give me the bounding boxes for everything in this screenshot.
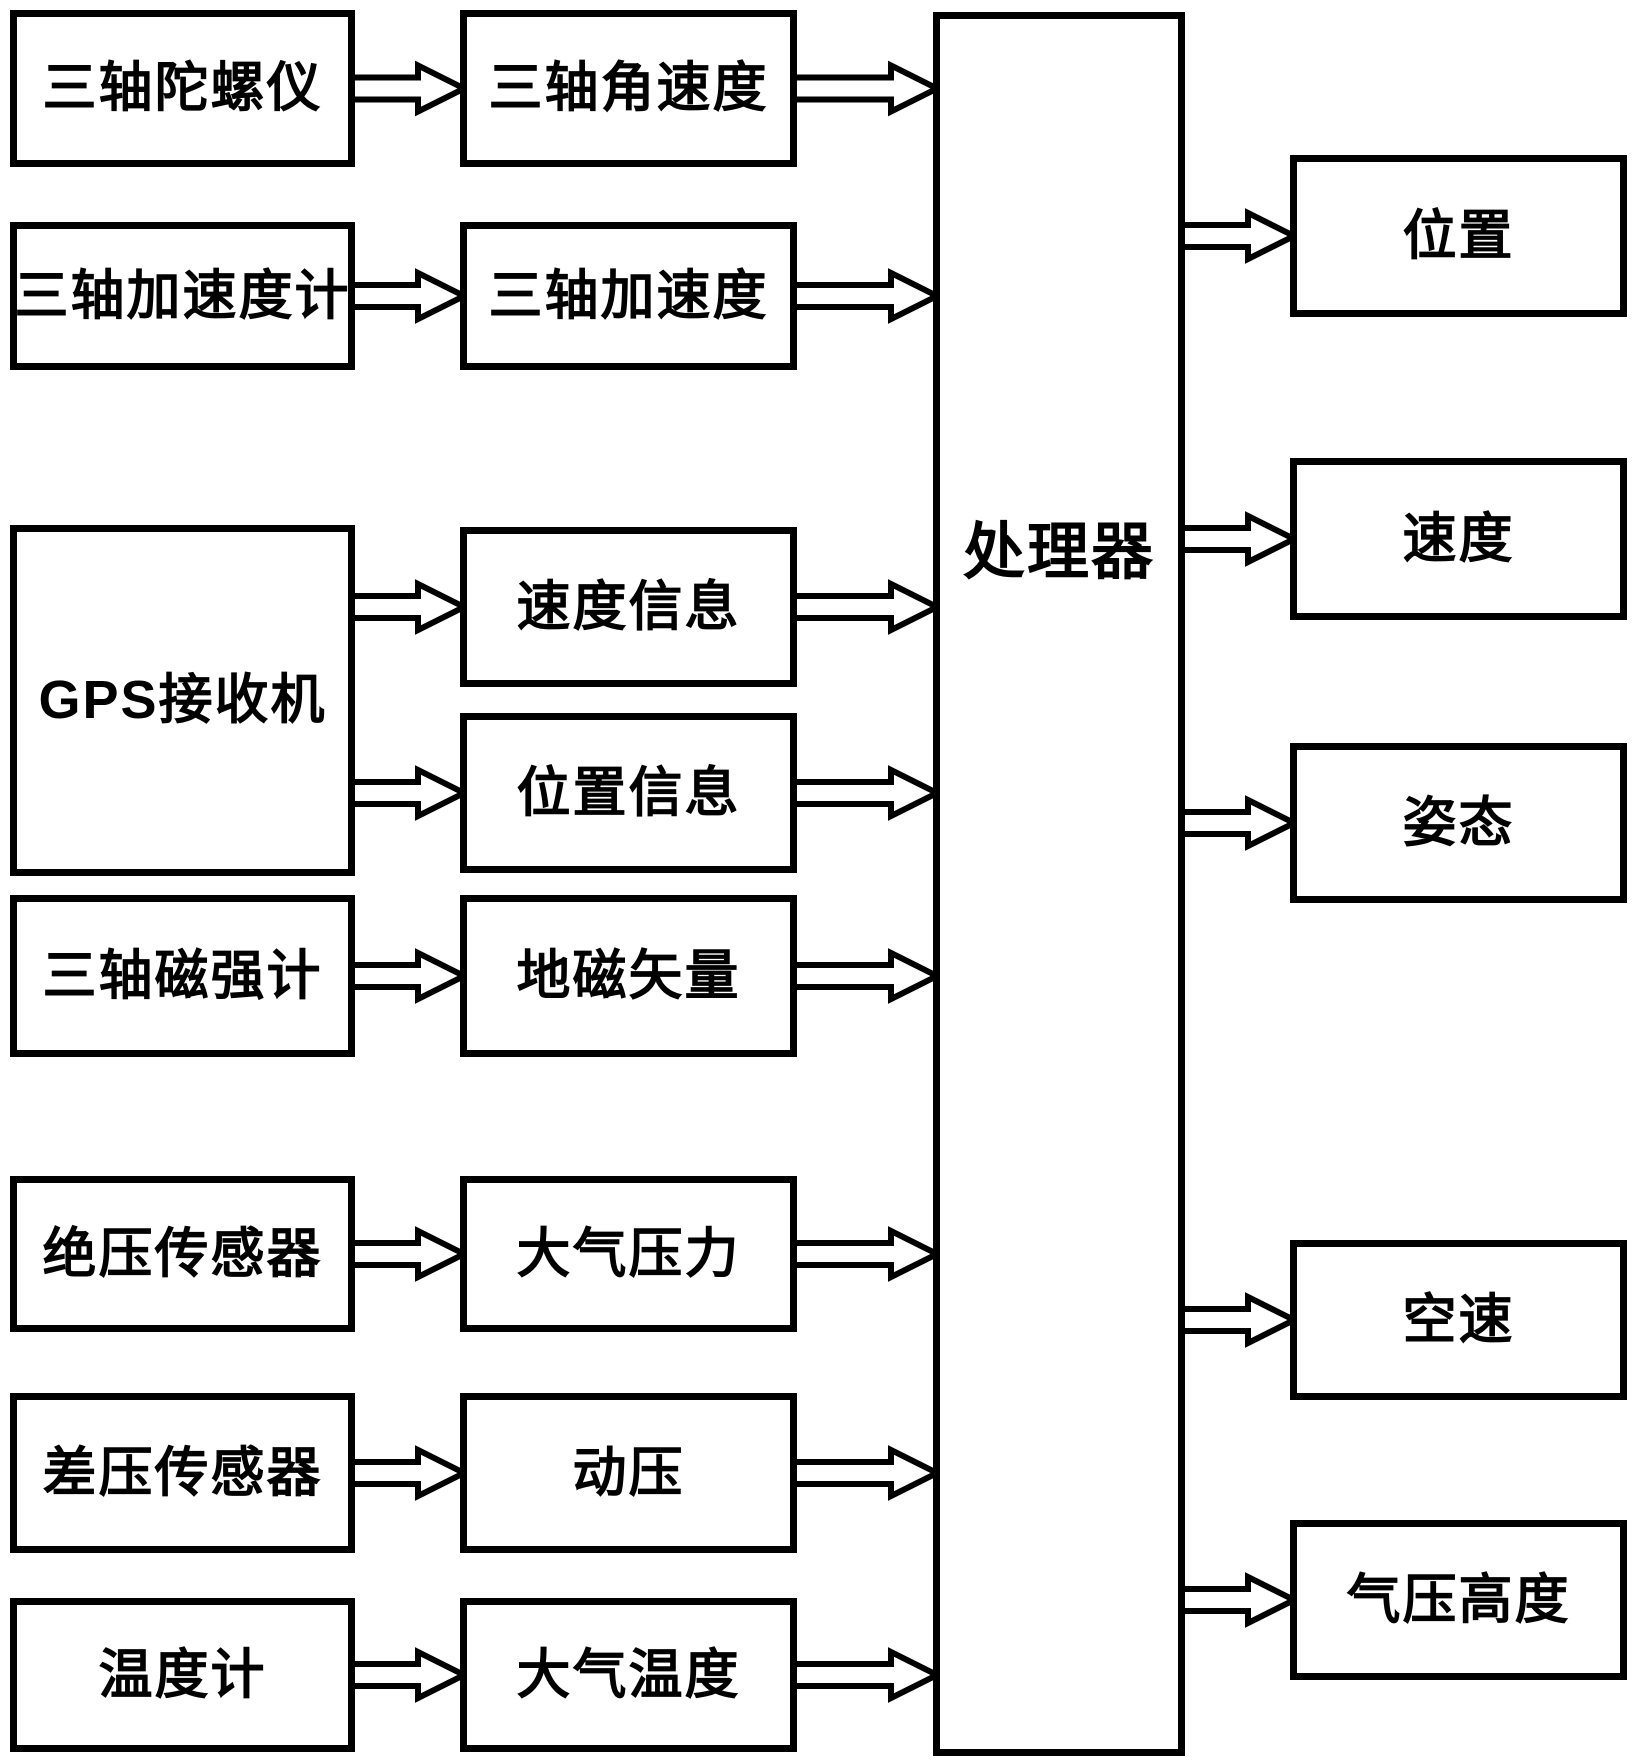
node-airspeed-label: 空速 [1402, 1289, 1515, 1350]
node-processor: 处理器 [933, 12, 1185, 1756]
node-magnetometer-label: 三轴磁强计 [42, 945, 323, 1006]
node-airspeed: 空速 [1290, 1240, 1627, 1400]
node-position: 位置 [1290, 155, 1627, 317]
node-acceleration-label: 三轴加速度 [488, 265, 769, 326]
arrow-differential-pressure-sensor-to-dynamic-pressure [349, 1445, 471, 1501]
arrow-gps-receiver-to-velocity-info [349, 579, 471, 635]
node-angular-rate-label: 三轴角速度 [488, 58, 769, 119]
node-position-label: 位置 [1402, 205, 1515, 266]
node-geomagnetic-vector-label: 地磁矢量 [516, 945, 741, 1006]
arrow-gps-receiver-to-position-info [349, 765, 471, 821]
node-dynamic-pressure: 动压 [460, 1393, 797, 1553]
arrow-geomagnetic-vector-to-processor [791, 948, 944, 1004]
arrow-dynamic-pressure-to-processor [791, 1445, 944, 1501]
node-differential-pressure-sensor-label: 差压传感器 [42, 1442, 323, 1503]
node-absolute-pressure-sensor-label: 绝压传感器 [42, 1223, 323, 1284]
arrow-atmospheric-pressure-to-processor [791, 1226, 944, 1282]
node-barometric-altitude: 气压高度 [1290, 1520, 1627, 1680]
arrow-magnetometer-to-geomagnetic-vector [349, 948, 471, 1004]
node-differential-pressure-sensor: 差压传感器 [10, 1393, 355, 1553]
node-air-temperature-label: 大气温度 [516, 1644, 741, 1705]
node-processor-label: 处理器 [962, 518, 1155, 587]
node-position-info: 位置信息 [460, 713, 797, 873]
arrow-thermometer-to-air-temperature [349, 1647, 471, 1703]
arrow-acceleration-to-processor [791, 268, 944, 324]
node-accelerometer-label: 三轴加速度计 [14, 265, 351, 326]
arrow-processor-to-position [1179, 208, 1301, 264]
node-gyroscope-label: 三轴陀螺仪 [42, 58, 323, 119]
node-attitude: 姿态 [1290, 743, 1627, 903]
node-barometric-altitude-label: 气压高度 [1346, 1569, 1571, 1630]
arrow-air-temperature-to-processor [791, 1647, 944, 1703]
node-geomagnetic-vector: 地磁矢量 [460, 895, 797, 1057]
arrow-position-info-to-processor [791, 765, 944, 821]
node-velocity-info-label: 速度信息 [516, 576, 741, 637]
arrow-processor-to-attitude [1179, 795, 1301, 851]
node-velocity: 速度 [1290, 458, 1627, 620]
node-position-info-label: 位置信息 [516, 762, 741, 823]
node-dynamic-pressure-label: 动压 [572, 1442, 685, 1503]
node-atmospheric-pressure-label: 大气压力 [516, 1223, 741, 1284]
node-accelerometer: 三轴加速度计 [10, 222, 355, 370]
node-velocity-label: 速度 [1402, 508, 1515, 569]
arrow-processor-to-barometric-altitude [1179, 1572, 1301, 1628]
node-gps-receiver: GPS接收机 [10, 525, 355, 876]
arrow-velocity-info-to-processor [791, 579, 944, 635]
arrow-angular-rate-to-processor [791, 60, 944, 117]
arrow-absolute-pressure-sensor-to-atmospheric-pressure [349, 1226, 471, 1282]
node-atmospheric-pressure: 大气压力 [460, 1176, 797, 1332]
node-acceleration: 三轴加速度 [460, 222, 797, 370]
node-air-temperature: 大气温度 [460, 1598, 797, 1752]
node-magnetometer: 三轴磁强计 [10, 895, 355, 1057]
arrow-gyroscope-to-angular-rate [349, 60, 471, 117]
node-attitude-label: 姿态 [1402, 792, 1515, 853]
node-thermometer-label: 温度计 [98, 1644, 267, 1705]
node-gps-receiver-label: GPS接收机 [38, 670, 327, 731]
arrow-processor-to-velocity [1179, 511, 1301, 567]
node-thermometer: 温度计 [10, 1598, 355, 1752]
arrow-processor-to-airspeed [1179, 1292, 1301, 1348]
node-absolute-pressure-sensor: 绝压传感器 [10, 1176, 355, 1332]
arrow-accelerometer-to-acceleration [349, 268, 471, 324]
node-velocity-info: 速度信息 [460, 527, 797, 687]
node-gyroscope: 三轴陀螺仪 [10, 10, 355, 167]
node-angular-rate: 三轴角速度 [460, 10, 797, 167]
